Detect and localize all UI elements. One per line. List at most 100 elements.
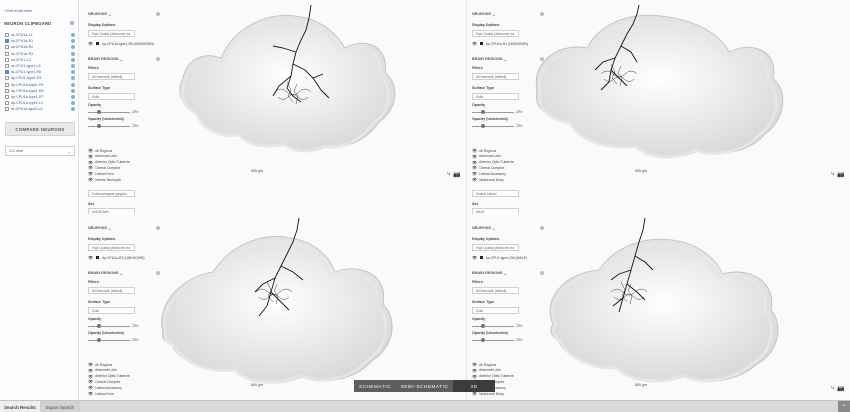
eye-icon[interactable]: 👁 — [472, 148, 478, 153]
axes-icon[interactable]: ⤷ — [447, 171, 451, 177]
camera-icon[interactable]: 📷 — [837, 172, 845, 178]
eye-icon[interactable]: 👁 — [472, 171, 478, 177]
region-item[interactable]: 👁Inferior Neuropils — [88, 177, 121, 182]
neuron-checkbox[interactable] — [5, 88, 9, 93]
region-item[interactable]: 👁Central Complex — [88, 165, 120, 170]
brain-regions-section-header[interactable]: BRAIN REGIONS⌄ — [472, 57, 507, 62]
neuron-list-item[interactable]: ss-CPU1a-L1 — [5, 32, 77, 38]
search-results-tab[interactable]: Search Results — [0, 401, 40, 412]
filters-select[interactable]: All Neuropils (default) — [472, 73, 519, 80]
neuron-list-item[interactable]: ss-CPU1a-R3 — [5, 51, 77, 57]
eye-icon[interactable]: 👁 — [88, 159, 94, 165]
opacity-unselected-slider[interactable]: 25% — [472, 338, 522, 342]
neuron-checkbox[interactable] — [5, 64, 9, 69]
quality-select[interactable]: High Quality (Awesome Inc — [88, 30, 135, 37]
axes-icon[interactable]: ⤷ — [831, 171, 835, 177]
neuron-list-item[interactable]: ss-CPU1a-type2-L5 — [5, 106, 77, 112]
neuron-checkbox[interactable] — [5, 82, 9, 87]
quality-select[interactable]: High Quality (Awesome Inc — [472, 30, 519, 37]
neuron-list-item[interactable]: dp-CPU1a-type1-R4 — [5, 82, 77, 88]
compare-neurons-button[interactable]: COMPARE NEURONS — [5, 122, 75, 136]
eye-icon[interactable]: 👁 — [472, 367, 478, 373]
info-icon[interactable] — [71, 88, 75, 93]
region-item[interactable]: 👁Mushroom Body — [472, 177, 504, 182]
neuron-checkbox[interactable] — [5, 94, 9, 99]
color-swatch[interactable] — [96, 256, 100, 259]
region-item[interactable]: 👁All Regions — [472, 362, 496, 367]
brain-3d-view[interactable] — [467, 0, 850, 214]
region-item[interactable]: 👁Anterior Optic Tubercle — [88, 160, 130, 165]
region-item[interactable]: 👁Antennal Lobe — [472, 368, 501, 373]
slider-handle[interactable] — [481, 324, 485, 328]
eye-icon[interactable]: 👁 — [472, 165, 478, 171]
settings-icon[interactable] — [540, 12, 544, 16]
sex-select[interactable]: MALE — [472, 208, 519, 214]
info-icon[interactable] — [71, 107, 75, 112]
neuron-checkbox[interactable] — [5, 39, 9, 44]
opacity-unselected-slider[interactable]: 25% — [88, 338, 138, 342]
color-swatch[interactable] — [480, 42, 484, 45]
info-icon[interactable] — [71, 57, 75, 62]
neuron-list-item[interactable]: dp-CPU1a-type1-R7 — [5, 94, 77, 100]
slider-handle[interactable] — [97, 324, 101, 328]
neuron-list-item[interactable]: ss-CPU1-type1-R6 — [5, 69, 77, 75]
schematic-button[interactable]: SCHEMATIC — [354, 380, 396, 392]
eye-icon[interactable]: 👁 — [88, 165, 94, 171]
neuropil-select[interactable]: Ventral Lateral — [472, 190, 519, 197]
eye-icon[interactable]: 👁 — [472, 177, 478, 182]
eye-icon[interactable]: 👁 — [472, 362, 478, 367]
eye-icon[interactable]: 👁 — [88, 391, 94, 396]
eye-icon[interactable]: 👁 — [88, 177, 94, 182]
settings-icon[interactable] — [156, 12, 160, 16]
semi-schematic-button[interactable]: SEMI-SCHEMATIC — [396, 380, 453, 392]
camera-icon[interactable]: 📷 — [453, 172, 461, 178]
eye-icon[interactable]: 👁 — [472, 153, 478, 159]
eye-icon[interactable]: 👁 — [88, 153, 94, 159]
slider-handle[interactable] — [481, 110, 485, 114]
info-icon[interactable] — [71, 51, 75, 56]
3d-button[interactable]: 3D — [453, 380, 495, 392]
brain-3d-view[interactable] — [467, 214, 850, 412]
color-swatch[interactable] — [96, 42, 100, 45]
slider-handle[interactable] — [481, 338, 485, 342]
axes-icon[interactable]: ⤷ — [831, 385, 835, 391]
opacity-slider[interactable]: 25% — [472, 324, 522, 328]
neuron-checkbox[interactable] — [5, 45, 9, 50]
exit-multi-view-link[interactable]: ‹ Exit multi-view — [4, 8, 32, 13]
eye-icon[interactable]: 👁 — [88, 385, 94, 391]
region-item[interactable]: 👁Central Complex — [88, 379, 120, 384]
info-icon[interactable] — [71, 101, 75, 106]
brain-regions-section-header[interactable]: BRAIN REGIONS⌄ — [88, 57, 123, 62]
neuron-checkbox[interactable] — [5, 33, 9, 38]
neuron-checkbox[interactable] — [5, 107, 9, 112]
info-icon[interactable] — [71, 82, 75, 87]
info-icon[interactable] — [71, 45, 75, 50]
opacity-unselected-slider[interactable]: 25% — [88, 124, 138, 128]
region-item[interactable]: 👁All Regions — [472, 148, 496, 153]
settings-icon[interactable] — [156, 226, 160, 230]
neurons-section-header[interactable]: NEURONS⌄ — [88, 12, 111, 17]
surface-type-select[interactable]: Solid — [472, 307, 519, 314]
opacity-slider[interactable]: 25% — [88, 110, 138, 114]
eye-icon[interactable]: 👁 — [472, 159, 478, 165]
filters-select[interactable]: All Neuropils (default) — [88, 287, 135, 294]
brain-3d-view[interactable] — [83, 214, 466, 412]
region-item[interactable]: 👁Lateral Accessory — [472, 171, 506, 176]
region-item[interactable]: 👁Lateral Horn — [88, 391, 114, 396]
info-icon[interactable] — [71, 63, 75, 68]
info-icon[interactable] — [71, 33, 75, 37]
neuron-checkbox[interactable] — [5, 57, 9, 62]
neuron-list-item[interactable]: ss-CPU1a-R1 — [5, 38, 77, 44]
region-item[interactable]: 👁Lateral Accessory — [88, 385, 122, 390]
region-item[interactable]: 👁Antennal Lobe — [472, 154, 501, 159]
info-icon[interactable] — [71, 39, 75, 44]
eye-icon[interactable]: 👁 — [472, 373, 478, 379]
filters-select[interactable]: All Neuropils (default) — [472, 287, 519, 294]
eye-icon[interactable]: 👁 — [88, 373, 94, 379]
slider-handle[interactable] — [481, 124, 485, 128]
neuron-checkbox[interactable] — [5, 51, 9, 56]
neuron-list-item[interactable]: ss-CPU1-type1-L5 — [5, 63, 77, 69]
eye-icon[interactable]: 👁 — [472, 255, 478, 260]
region-item[interactable]: 👁Central Complex — [472, 165, 504, 170]
region-item[interactable]: 👁Antennal Lobe — [88, 154, 117, 159]
